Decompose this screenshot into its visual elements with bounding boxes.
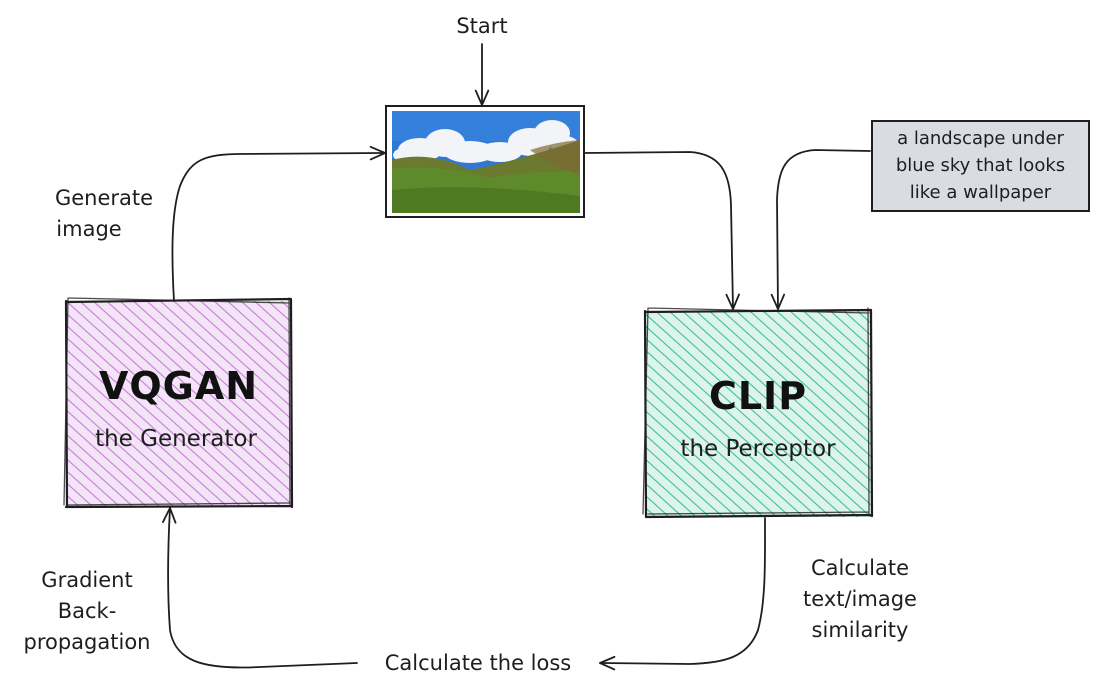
- clip-to-loss-arrow: [599, 517, 766, 671]
- text-prompt-line-1: a landscape under: [897, 128, 1064, 149]
- start-label: Start: [456, 14, 508, 38]
- generate-image-line-2: image: [56, 217, 122, 241]
- clip-title: CLIP: [708, 374, 808, 418]
- clip-subtitle: the Perceptor: [680, 436, 836, 462]
- text-prompt-line-3: like a wallpaper: [909, 182, 1052, 203]
- backprop-arrow: [162, 507, 358, 669]
- vqgan-subtitle: the Generator: [95, 426, 257, 452]
- text-prompt-line-2: blue sky that looks: [895, 155, 1066, 176]
- gradient-label: Gradient Back- propagation: [12, 565, 162, 658]
- vqgan-box: [63, 297, 294, 509]
- generate-image-arrow: [171, 145, 386, 302]
- generate-image-line-1: Generate: [54, 186, 154, 210]
- gradient-line-1: Gradient: [41, 568, 133, 592]
- landscape-image: [385, 105, 585, 218]
- similarity-line-3: similarity: [811, 618, 909, 642]
- gradient-line-2: Back-: [57, 599, 117, 623]
- image-to-clip-arrow: [584, 151, 740, 310]
- generate-image-label: Generate image: [34, 183, 174, 245]
- similarity-label: Calculate text/image similarity: [785, 553, 935, 646]
- vqgan-title: VQGAN: [98, 364, 259, 408]
- prompt-to-clip-arrow: [770, 149, 871, 310]
- similarity-line-2: text/image: [803, 587, 917, 611]
- text-prompt-box: a landscape under blue sky that looks li…: [871, 120, 1090, 212]
- similarity-line-1: Calculate: [810, 556, 910, 580]
- gradient-line-3: propagation: [23, 630, 151, 654]
- loss-label: Calculate the loss: [384, 651, 572, 675]
- text-prompt: a landscape under blue sky that looks li…: [873, 125, 1088, 206]
- clip-box: [642, 307, 874, 519]
